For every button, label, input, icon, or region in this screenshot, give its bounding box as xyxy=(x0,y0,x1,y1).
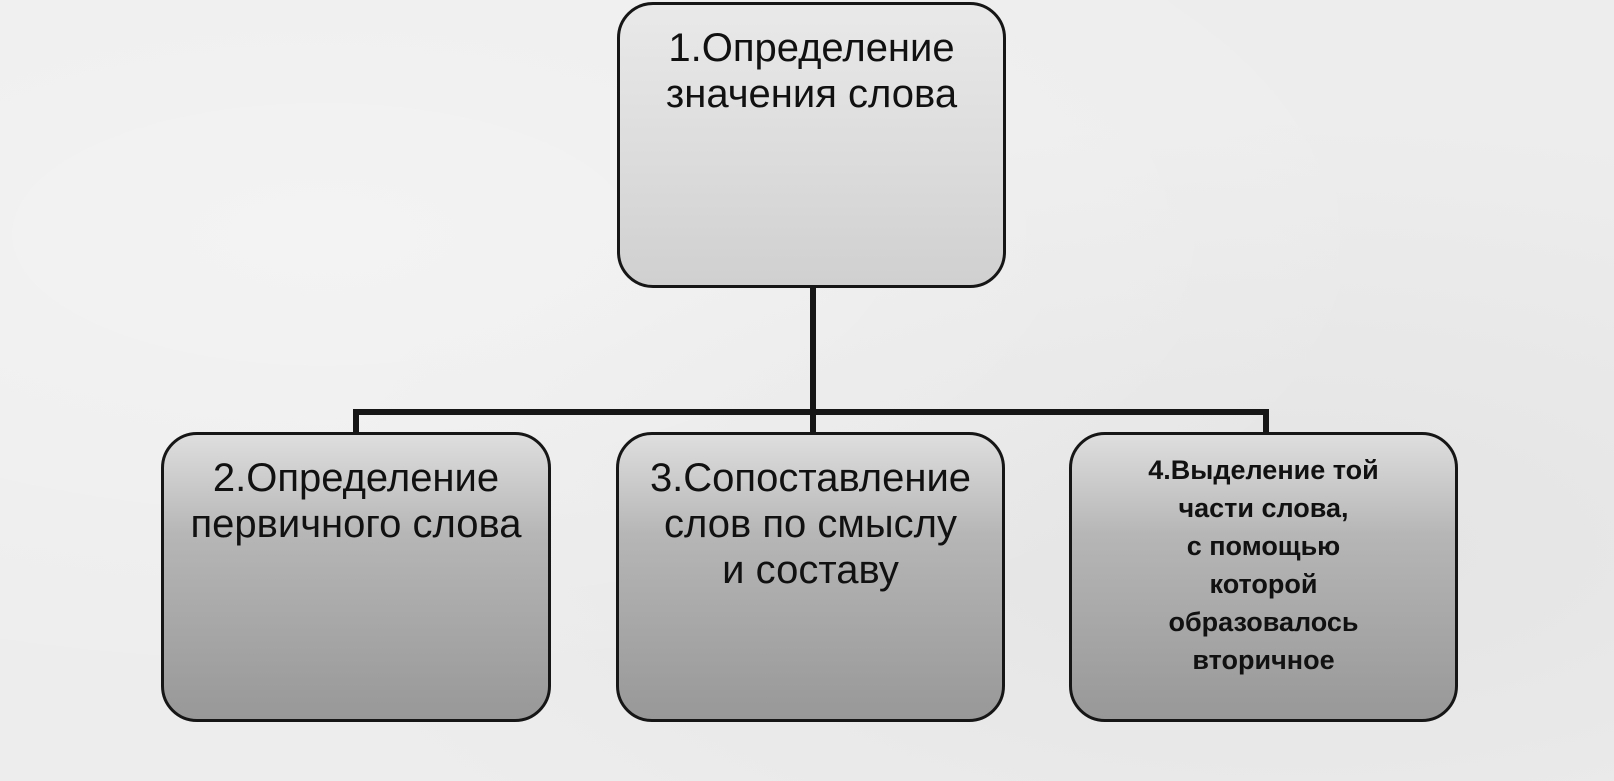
child-node-4-label: 4.Выделение той части слова, с помощью к… xyxy=(1148,455,1379,675)
child-node-2-label: 2.Определение первичного слова xyxy=(190,456,522,546)
child-node-3-label: 3.Сопоставление слов по смыслу и составу xyxy=(649,456,972,592)
root-node-label: 1.Определение значения слова xyxy=(665,26,958,116)
child-node-3: 3.Сопоставление слов по смыслу и составу xyxy=(616,432,1005,722)
child-node-2: 2.Определение первичного слова xyxy=(161,432,551,722)
child-node-4: 4.Выделение той части слова, с помощью к… xyxy=(1069,432,1458,722)
root-node: 1.Определение значения слова xyxy=(617,2,1006,288)
